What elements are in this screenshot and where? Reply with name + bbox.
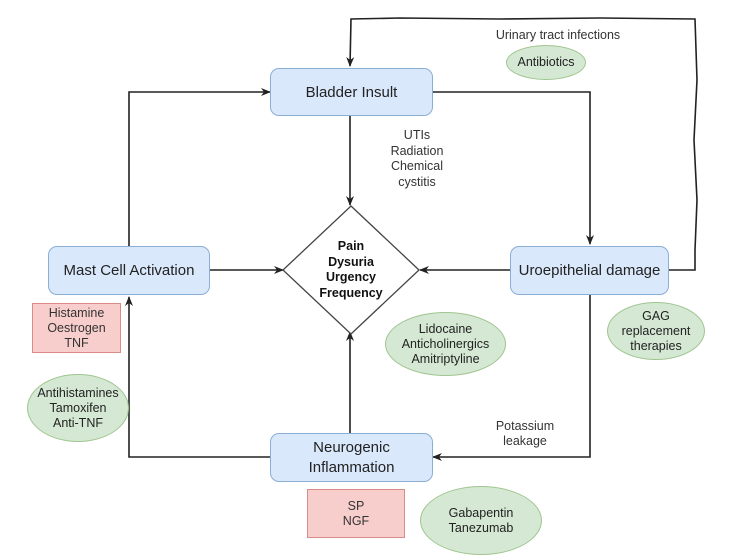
label-insult-causes: UTIs Radiation Chemical cystitis	[382, 128, 452, 190]
edge-insult-to-uroepithelial	[432, 91, 594, 245]
node-bladder-insult-label: Bladder Insult	[305, 83, 398, 101]
edge-mastcell-to-insult	[128, 88, 271, 246]
mediators-neurogenic: SP NGF	[307, 489, 405, 538]
treatment-item: Anticholinergics	[401, 336, 490, 351]
node-neurogenic-inflammation[interactable]: Neurogenic Inflammation	[270, 433, 433, 482]
mediators-mast-cell: Histamine Oestrogen TNF	[32, 303, 121, 353]
insult-cause-item: Radiation	[390, 143, 444, 158]
treatment-item: Tamoxifen	[49, 400, 107, 415]
node-bladder-insult[interactable]: Bladder Insult	[270, 68, 433, 116]
treatment-mast-cell: Antihistamines Tamoxifen Anti-TNF	[27, 374, 129, 442]
mediator-item: Histamine	[48, 305, 105, 320]
treatment-item: Amitriptyline	[411, 351, 480, 366]
edge-uroepithelial-feedback-loop	[346, 17, 698, 271]
treatment-item: Antihistamines	[37, 385, 119, 400]
treatment-antibiotics: Antibiotics	[506, 45, 586, 80]
treatment-gag-replacement: GAG replacement therapies	[607, 302, 705, 360]
potassium-leakage-line: leakage	[503, 434, 547, 448]
treatment-neurogenic: Gabapentin Tanezumab	[420, 486, 542, 555]
node-neurogenic-label-line: Inflammation	[308, 458, 395, 476]
treatment-item: GAG	[642, 308, 670, 323]
treatment-item: Lidocaine	[418, 321, 473, 336]
symptoms-list: Pain Dysuria Urgency Frequency	[301, 239, 401, 301]
mediator-item: SP	[347, 498, 365, 513]
symptom-item: Dysuria	[328, 254, 374, 269]
treatment-item: Gabapentin	[448, 505, 514, 520]
edge-neurogenic-to-mastcell	[125, 296, 270, 458]
symptoms-diamond	[282, 205, 420, 335]
treatment-item: therapies	[630, 338, 682, 353]
symptom-item: Urgency	[325, 270, 377, 284]
node-mast-cell-activation[interactable]: Mast Cell Activation	[48, 246, 210, 295]
label-urinary-tract-infections: Urinary tract infections	[495, 28, 621, 42]
node-uroepithelial-damage-label: Uroepithelial damage	[518, 262, 661, 279]
symptom-item: Frequency	[319, 285, 383, 300]
insult-cause-item: Chemical	[390, 159, 444, 173]
label-potassium-leakage: Potassium leakage	[485, 419, 565, 449]
treatment-item: Tanezumab	[448, 520, 514, 535]
node-mast-cell-activation-label: Mast Cell Activation	[63, 262, 195, 279]
treatment-symptomatic: Lidocaine Anticholinergics Amitriptyline	[385, 312, 506, 376]
insult-cause-item: UTIs	[403, 128, 431, 142]
treatment-item: replacement	[621, 323, 691, 338]
mediator-item: TNF	[64, 335, 89, 350]
node-neurogenic-label-line: Neurogenic	[313, 438, 390, 456]
mediator-item: Oestrogen	[47, 320, 106, 335]
treatment-item: Anti-TNF	[52, 415, 103, 430]
treatment-item: Antibiotics	[517, 55, 575, 69]
potassium-leakage-line: Potassium	[495, 419, 555, 433]
node-uroepithelial-damage[interactable]: Uroepithelial damage	[510, 246, 669, 295]
edge-uroepithelial-to-neurogenic	[432, 295, 591, 461]
mediator-item: NGF	[342, 513, 370, 528]
symptom-item: Pain	[337, 239, 365, 253]
insult-cause-item: cystitis	[398, 174, 436, 189]
